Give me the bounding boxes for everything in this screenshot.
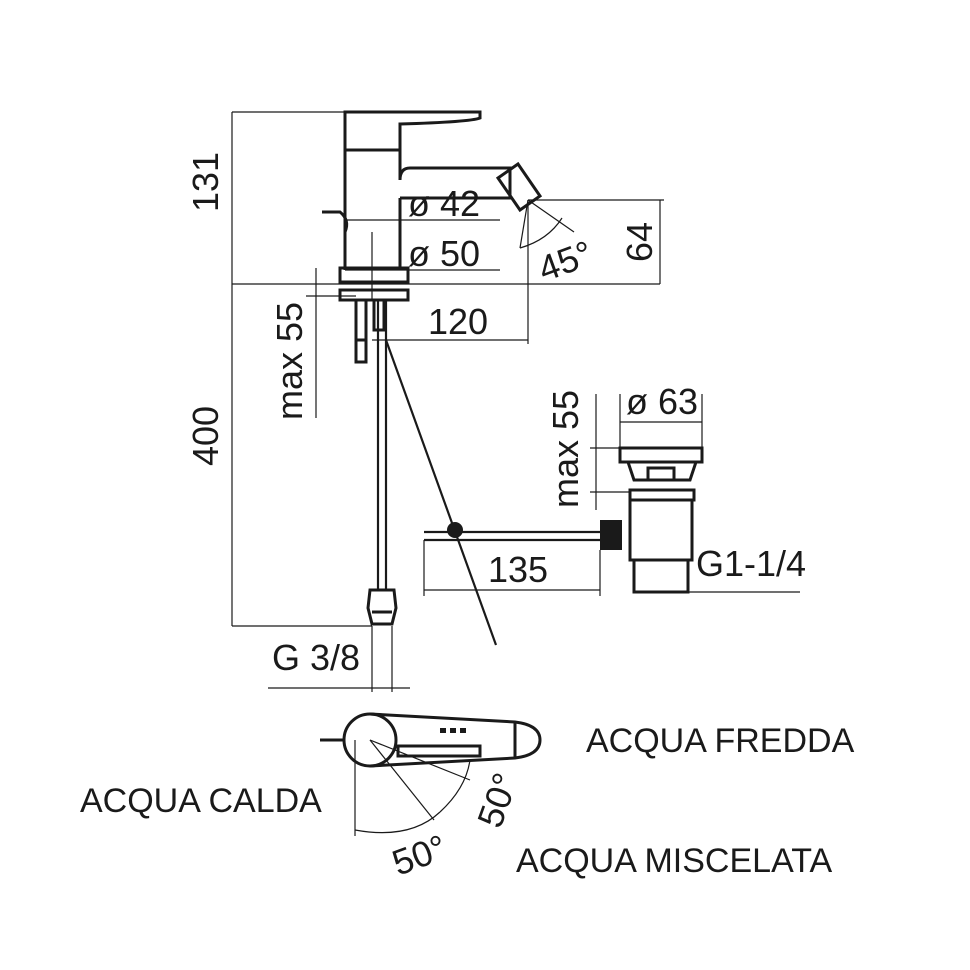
dim-64: 64 [619, 222, 660, 262]
dim-waste-diameter: ø 63 [626, 381, 698, 422]
dim-g1-1-4: G1-1/4 [696, 543, 806, 584]
dim-g-3-8: G 3/8 [272, 637, 360, 678]
dim-max-55-left: max 55 [269, 302, 310, 420]
dim-131: 131 [185, 152, 226, 212]
label-mixed-water: ACQUA MISCELATA [516, 842, 832, 880]
faucet-side-view [322, 110, 543, 646]
dim-spout-diameter: ø 42 [408, 183, 480, 224]
waste-drain [424, 446, 704, 594]
dim-base-diameter: ø 50 [408, 233, 480, 274]
dimension-labels: 131 ø 42 ø 50 45° 64 120 max 55 400 ø 63… [185, 152, 806, 884]
dim-angle-50-right: 50° [469, 768, 526, 833]
water-labels: ACQUA FREDDA ACQUA CALDA ACQUA MISCELATA [80, 722, 855, 880]
faucet-top-view [320, 712, 542, 836]
dim-angle-50-left: 50° [387, 826, 452, 883]
dim-max-55-right: max 55 [545, 390, 586, 508]
dim-angle-45: 45° [533, 232, 598, 289]
label-cold-water: ACQUA FREDDA [586, 722, 855, 760]
dimension-lines [231, 111, 800, 692]
dim-120: 120 [428, 301, 488, 342]
dim-135: 135 [488, 549, 548, 590]
label-hot-water: ACQUA CALDA [80, 782, 322, 820]
dim-400: 400 [185, 406, 226, 466]
